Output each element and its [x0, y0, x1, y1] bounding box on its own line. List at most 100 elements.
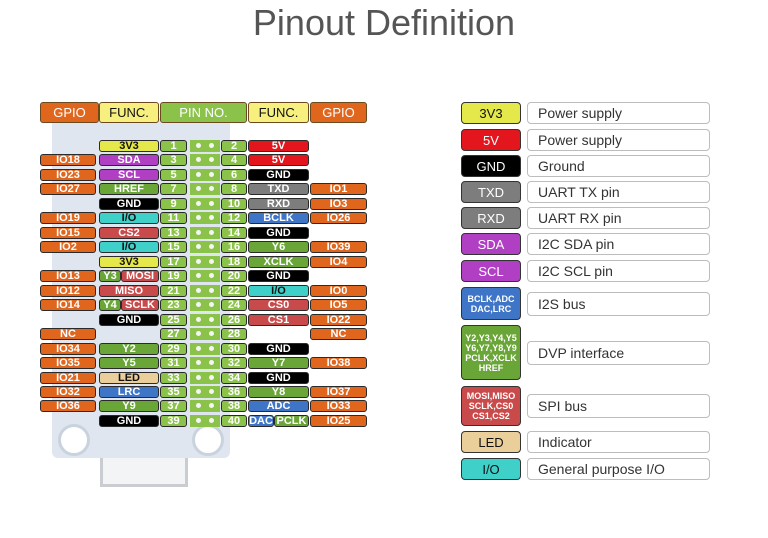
pin-number-left[interactable]: 7: [160, 183, 187, 195]
pin-number-right[interactable]: 2: [221, 140, 247, 152]
func-left[interactable]: CS2: [99, 227, 159, 239]
func-left[interactable]: 3V3: [99, 140, 159, 152]
gpio-right[interactable]: IO38: [310, 357, 367, 369]
func-right[interactable]: BCLK: [248, 212, 309, 224]
func-right[interactable]: RXD: [248, 198, 309, 210]
pin-number-right[interactable]: 38: [221, 400, 247, 412]
func-right[interactable]: TXD: [248, 183, 309, 195]
func-left[interactable]: Y3: [99, 270, 121, 282]
func-right[interactable]: I/O: [248, 285, 309, 297]
gpio-left[interactable]: IO15: [40, 227, 96, 239]
pin-number-left[interactable]: 15: [160, 241, 187, 253]
pin-number-right[interactable]: 24: [221, 299, 247, 311]
func-left[interactable]: HREF: [99, 183, 159, 195]
gpio-right[interactable]: IO22: [310, 314, 367, 326]
pin-number-left[interactable]: 25: [160, 314, 187, 326]
func-right[interactable]: CS1: [248, 314, 309, 326]
pin-number-left[interactable]: 3: [160, 154, 187, 166]
gpio-left[interactable]: NC: [40, 328, 96, 340]
pin-number-right[interactable]: 6: [221, 169, 247, 181]
pin-number-left[interactable]: 23: [160, 299, 187, 311]
func-left[interactable]: GND: [99, 314, 159, 326]
func-right[interactable]: Y7: [248, 357, 309, 369]
pin-number-left[interactable]: 33: [160, 372, 187, 384]
gpio-right[interactable]: IO1: [310, 183, 367, 195]
pin-number-right[interactable]: 34: [221, 372, 247, 384]
func-left[interactable]: Y4: [99, 299, 121, 311]
pin-number-right[interactable]: 18: [221, 256, 247, 268]
func-left[interactable]: I/O: [99, 212, 159, 224]
func-left[interactable]: SCL: [99, 169, 159, 181]
pin-number-right[interactable]: 10: [221, 198, 247, 210]
pin-number-left[interactable]: 31: [160, 357, 187, 369]
gpio-right[interactable]: IO5: [310, 299, 367, 311]
gpio-right[interactable]: NC: [310, 328, 367, 340]
gpio-right[interactable]: IO39: [310, 241, 367, 253]
pin-number-left[interactable]: 1: [160, 140, 187, 152]
pin-number-right[interactable]: 14: [221, 227, 247, 239]
func-left[interactable]: LED: [99, 372, 159, 384]
func-left[interactable]: SDA: [99, 154, 159, 166]
gpio-left[interactable]: IO34: [40, 343, 96, 355]
gpio-right[interactable]: IO25: [310, 415, 367, 427]
gpio-left[interactable]: IO18: [40, 154, 96, 166]
pin-number-right[interactable]: 28: [221, 328, 247, 340]
func-right[interactable]: GND: [248, 169, 309, 181]
func-left[interactable]: MISO: [99, 285, 159, 297]
pin-number-left[interactable]: 29: [160, 343, 187, 355]
gpio-left[interactable]: IO27: [40, 183, 96, 195]
gpio-left[interactable]: IO23: [40, 169, 96, 181]
gpio-right[interactable]: IO3: [310, 198, 367, 210]
func-right[interactable]: PCLK: [274, 415, 309, 427]
gpio-left[interactable]: IO19: [40, 212, 96, 224]
func-right[interactable]: GND: [248, 372, 309, 384]
pin-number-left[interactable]: 21: [160, 285, 187, 297]
gpio-left[interactable]: IO2: [40, 241, 96, 253]
func-right[interactable]: GND: [248, 270, 309, 282]
pin-number-right[interactable]: 36: [221, 386, 247, 398]
pin-number-right[interactable]: 20: [221, 270, 247, 282]
gpio-left[interactable]: IO12: [40, 285, 96, 297]
pin-number-left[interactable]: 5: [160, 169, 187, 181]
func-left[interactable]: Y2: [99, 343, 159, 355]
pin-number-left[interactable]: 39: [160, 415, 187, 427]
pin-number-right[interactable]: 16: [221, 241, 247, 253]
gpio-left[interactable]: IO35: [40, 357, 96, 369]
gpio-right[interactable]: IO37: [310, 386, 367, 398]
func-left[interactable]: I/O: [99, 241, 159, 253]
pin-number-right[interactable]: 30: [221, 343, 247, 355]
func-right[interactable]: ADC: [248, 400, 309, 412]
gpio-right[interactable]: IO0: [310, 285, 367, 297]
func-left[interactable]: Y5: [99, 357, 159, 369]
gpio-left[interactable]: IO21: [40, 372, 96, 384]
gpio-right[interactable]: IO26: [310, 212, 367, 224]
gpio-left[interactable]: IO32: [40, 386, 96, 398]
func-left[interactable]: MOSI: [121, 270, 159, 282]
func-right[interactable]: GND: [248, 227, 309, 239]
func-left[interactable]: 3V3: [99, 256, 159, 268]
pin-number-right[interactable]: 22: [221, 285, 247, 297]
gpio-right[interactable]: IO33: [310, 400, 367, 412]
func-right[interactable]: Y8: [248, 386, 309, 398]
gpio-left[interactable]: IO13: [40, 270, 96, 282]
pin-number-right[interactable]: 26: [221, 314, 247, 326]
gpio-left[interactable]: IO36: [40, 400, 96, 412]
pin-number-left[interactable]: 17: [160, 256, 187, 268]
func-right[interactable]: XCLK: [248, 256, 309, 268]
pin-number-right[interactable]: 32: [221, 357, 247, 369]
pin-number-left[interactable]: 11: [160, 212, 187, 224]
pin-number-right[interactable]: 4: [221, 154, 247, 166]
pin-number-left[interactable]: 13: [160, 227, 187, 239]
func-right[interactable]: 5V: [248, 154, 309, 166]
pin-number-right[interactable]: 12: [221, 212, 247, 224]
pin-number-left[interactable]: 35: [160, 386, 187, 398]
func-left[interactable]: GND: [99, 415, 159, 427]
func-left[interactable]: GND: [99, 198, 159, 210]
pin-number-left[interactable]: 9: [160, 198, 187, 210]
pin-number-right[interactable]: 40: [221, 415, 247, 427]
func-right[interactable]: 5V: [248, 140, 309, 152]
func-left[interactable]: Y9: [99, 400, 159, 412]
func-right[interactable]: GND: [248, 343, 309, 355]
pin-number-left[interactable]: 37: [160, 400, 187, 412]
gpio-left[interactable]: IO14: [40, 299, 96, 311]
